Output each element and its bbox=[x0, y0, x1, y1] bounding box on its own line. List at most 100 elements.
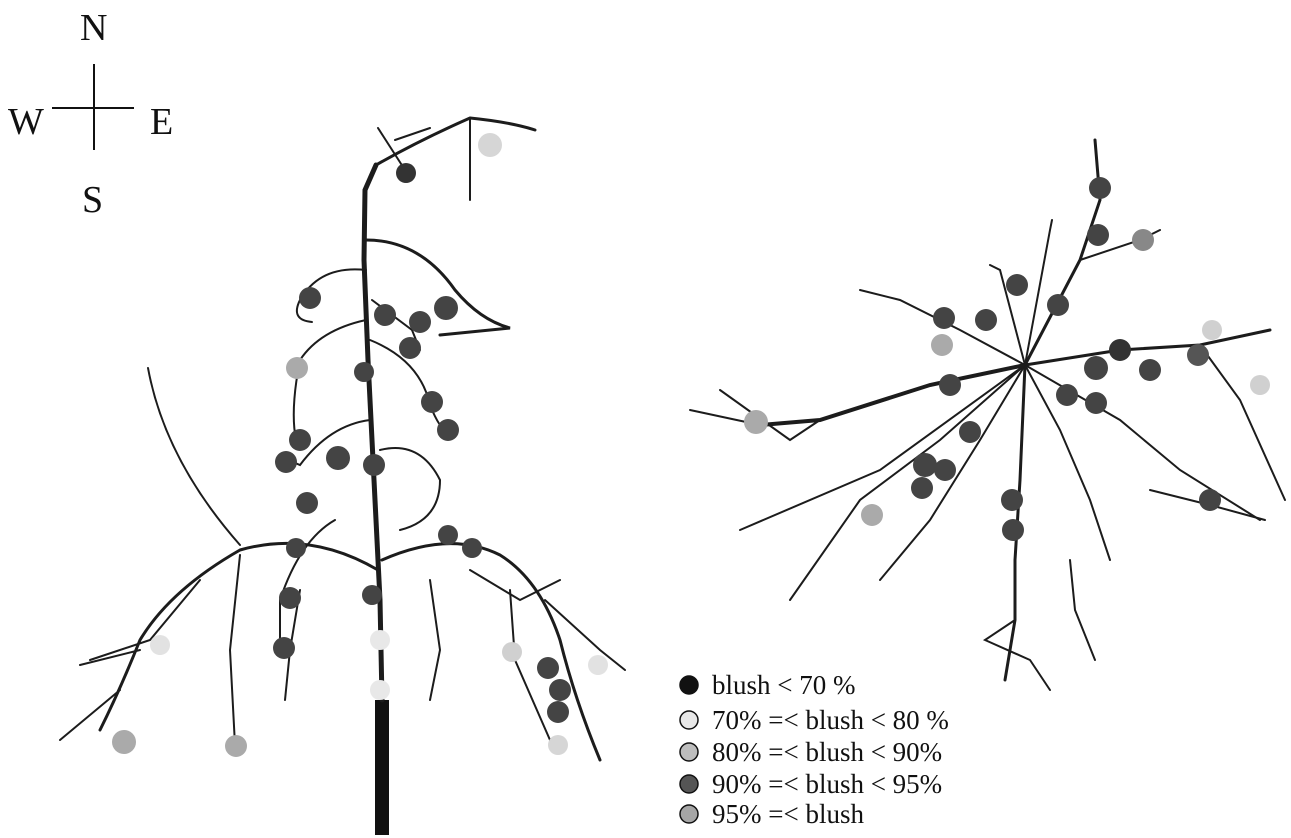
fruit bbox=[744, 410, 768, 434]
fruit bbox=[913, 453, 937, 477]
fruit bbox=[396, 163, 416, 183]
fruit bbox=[959, 421, 981, 443]
tree-trunk bbox=[361, 162, 385, 703]
branch bbox=[429, 579, 442, 701]
tree-top-view bbox=[689, 138, 1286, 691]
fruit bbox=[362, 585, 382, 605]
branch bbox=[1023, 328, 1272, 367]
compass-west-label: W bbox=[8, 101, 44, 143]
fruit bbox=[1087, 224, 1109, 246]
fruit bbox=[1056, 384, 1078, 406]
legend-swatch bbox=[679, 742, 699, 762]
branch bbox=[287, 419, 371, 467]
fruit bbox=[548, 735, 568, 755]
branch bbox=[982, 619, 1051, 691]
fruit bbox=[861, 504, 883, 526]
branch bbox=[758, 363, 1027, 427]
branch bbox=[789, 364, 1026, 601]
branch bbox=[374, 116, 537, 167]
fruit bbox=[478, 133, 502, 157]
fruit bbox=[326, 446, 350, 470]
tree-trunk-pole bbox=[375, 700, 389, 835]
compass: N W E S bbox=[8, 7, 173, 221]
fruit bbox=[1132, 229, 1154, 251]
fruit bbox=[1139, 359, 1161, 381]
compass-north-label: N bbox=[80, 7, 107, 49]
branch bbox=[364, 238, 511, 337]
fruit bbox=[547, 701, 569, 723]
branch bbox=[989, 264, 1026, 366]
fruit bbox=[1089, 177, 1111, 199]
branch bbox=[739, 364, 1026, 531]
branch bbox=[1023, 138, 1102, 367]
fruit bbox=[437, 419, 459, 441]
fruit bbox=[549, 679, 571, 701]
fruit bbox=[933, 307, 955, 329]
branch bbox=[719, 389, 821, 442]
fruit bbox=[931, 334, 953, 356]
branch bbox=[1199, 344, 1286, 501]
fruit bbox=[502, 642, 522, 662]
legend-item: 95% =< blush bbox=[679, 799, 864, 829]
fruit bbox=[1109, 339, 1131, 361]
branch bbox=[1024, 219, 1053, 366]
fruit bbox=[150, 635, 170, 655]
legend-swatch bbox=[679, 774, 699, 794]
fruit bbox=[286, 357, 308, 379]
fruit bbox=[225, 735, 247, 757]
legend-swatch bbox=[679, 710, 699, 730]
fruit bbox=[354, 362, 374, 382]
fruit bbox=[286, 538, 306, 558]
legend-swatch bbox=[679, 675, 699, 695]
fruit bbox=[112, 730, 136, 754]
legend: blush < 70 % 70% =< blush < 80 % 80% =< … bbox=[679, 670, 949, 829]
fruit bbox=[409, 311, 431, 333]
branch bbox=[379, 447, 442, 531]
fruit bbox=[975, 309, 997, 331]
legend-item: 90% =< blush < 95% bbox=[679, 769, 942, 799]
legend-label: 90% =< blush < 95% bbox=[712, 769, 942, 799]
fruit bbox=[273, 637, 295, 659]
fruit bbox=[588, 655, 608, 675]
branch bbox=[98, 541, 380, 732]
branch bbox=[228, 554, 241, 746]
fruit bbox=[434, 296, 458, 320]
fruit bbox=[275, 451, 297, 473]
fruit bbox=[1199, 489, 1221, 511]
fruit bbox=[421, 391, 443, 413]
fruit bbox=[537, 657, 559, 679]
fruit bbox=[370, 680, 390, 700]
fruit bbox=[1001, 489, 1023, 511]
branch bbox=[859, 289, 1026, 366]
fruit bbox=[1187, 344, 1209, 366]
fruit bbox=[462, 538, 482, 558]
fruit bbox=[289, 429, 311, 451]
fruit bbox=[1002, 519, 1024, 541]
fruit bbox=[374, 304, 396, 326]
fruit bbox=[939, 374, 961, 396]
legend-swatch bbox=[679, 804, 699, 824]
fruit bbox=[299, 287, 321, 309]
branch bbox=[147, 367, 241, 546]
tree-side-view bbox=[59, 116, 626, 835]
branch bbox=[1069, 559, 1096, 661]
branch bbox=[879, 364, 1026, 581]
fruit bbox=[1202, 320, 1222, 340]
fruit bbox=[279, 587, 301, 609]
branch bbox=[292, 319, 367, 441]
fruit bbox=[1250, 375, 1270, 395]
legend-label: blush < 70 % bbox=[712, 670, 855, 700]
fruit bbox=[399, 337, 421, 359]
legend-label: 80% =< blush < 90% bbox=[712, 737, 942, 767]
branch bbox=[1024, 364, 1111, 561]
fruit bbox=[1047, 294, 1069, 316]
fruit bbox=[370, 630, 390, 650]
fruit bbox=[1006, 274, 1028, 296]
branch bbox=[544, 599, 626, 671]
legend-label: 95% =< blush bbox=[712, 799, 864, 829]
fruit bbox=[911, 477, 933, 499]
branch bbox=[1003, 363, 1027, 682]
compass-south-label: S bbox=[82, 179, 103, 221]
fruit bbox=[934, 459, 956, 481]
